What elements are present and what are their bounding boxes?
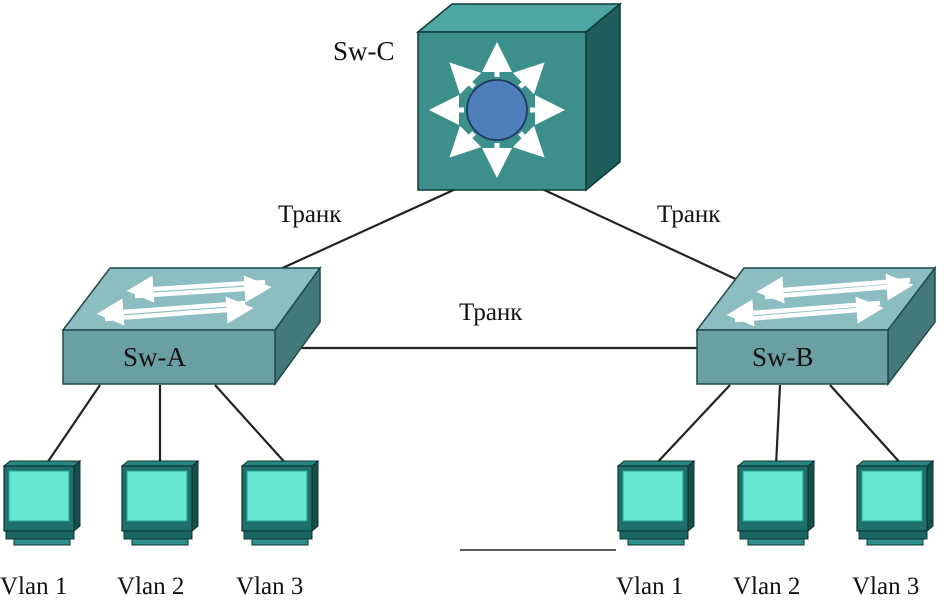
host-sw-b-3[interactable] <box>855 459 935 546</box>
switch-sw-b-label: Sw-B <box>752 342 814 372</box>
workgroup-switch-icon <box>695 265 937 387</box>
link-label-sw-b-sw-c: Транк <box>657 201 721 228</box>
host-label-sw-a-1: Vlan 1 <box>0 573 67 600</box>
link-sw-b-host-1 <box>653 384 731 467</box>
link-sw-b-host-2 <box>774 384 782 467</box>
hosts <box>2 459 935 546</box>
host-label-sw-a-2: Vlan 2 <box>117 573 184 600</box>
link-sw-a-sw-c <box>264 186 459 278</box>
multilayer-switch-icon <box>415 2 623 192</box>
host-label-sw-b-3: Vlan 3 <box>852 573 919 600</box>
monitor-icon <box>120 459 200 546</box>
host-sw-b-1[interactable] <box>616 459 696 546</box>
link-sw-b-sw-c <box>539 187 756 289</box>
host-sw-a-2[interactable] <box>120 459 200 546</box>
core-switch-label: Sw-C <box>333 36 395 66</box>
host-label-sw-b-2: Vlan 2 <box>733 573 800 600</box>
monitor-icon <box>855 459 935 546</box>
monitor-icon <box>240 459 320 546</box>
links <box>44 186 904 467</box>
host-label-sw-b-1: Vlan 1 <box>616 573 683 600</box>
link-sw-a-host-1 <box>44 384 101 467</box>
link-sw-b-host-3 <box>829 384 904 467</box>
monitor-icon <box>736 459 816 546</box>
link-label-sw-a-sw-b: Транк <box>459 299 523 326</box>
switch-sw-b[interactable] <box>695 265 937 387</box>
host-sw-a-1[interactable] <box>2 459 82 546</box>
host-label-sw-a-3: Vlan 3 <box>236 573 303 600</box>
link-label-sw-a-sw-c: Транк <box>278 201 342 228</box>
host-sw-b-2[interactable] <box>736 459 816 546</box>
workgroup-switch-icon <box>61 265 322 387</box>
host-sw-a-3[interactable] <box>240 459 320 546</box>
core-switch[interactable] <box>415 2 623 192</box>
monitor-icon <box>616 459 696 546</box>
switch-sw-a-label: Sw-A <box>123 342 187 372</box>
switch-sw-a[interactable] <box>61 265 322 387</box>
link-sw-a-host-3 <box>214 384 289 467</box>
monitor-icon <box>2 459 82 546</box>
